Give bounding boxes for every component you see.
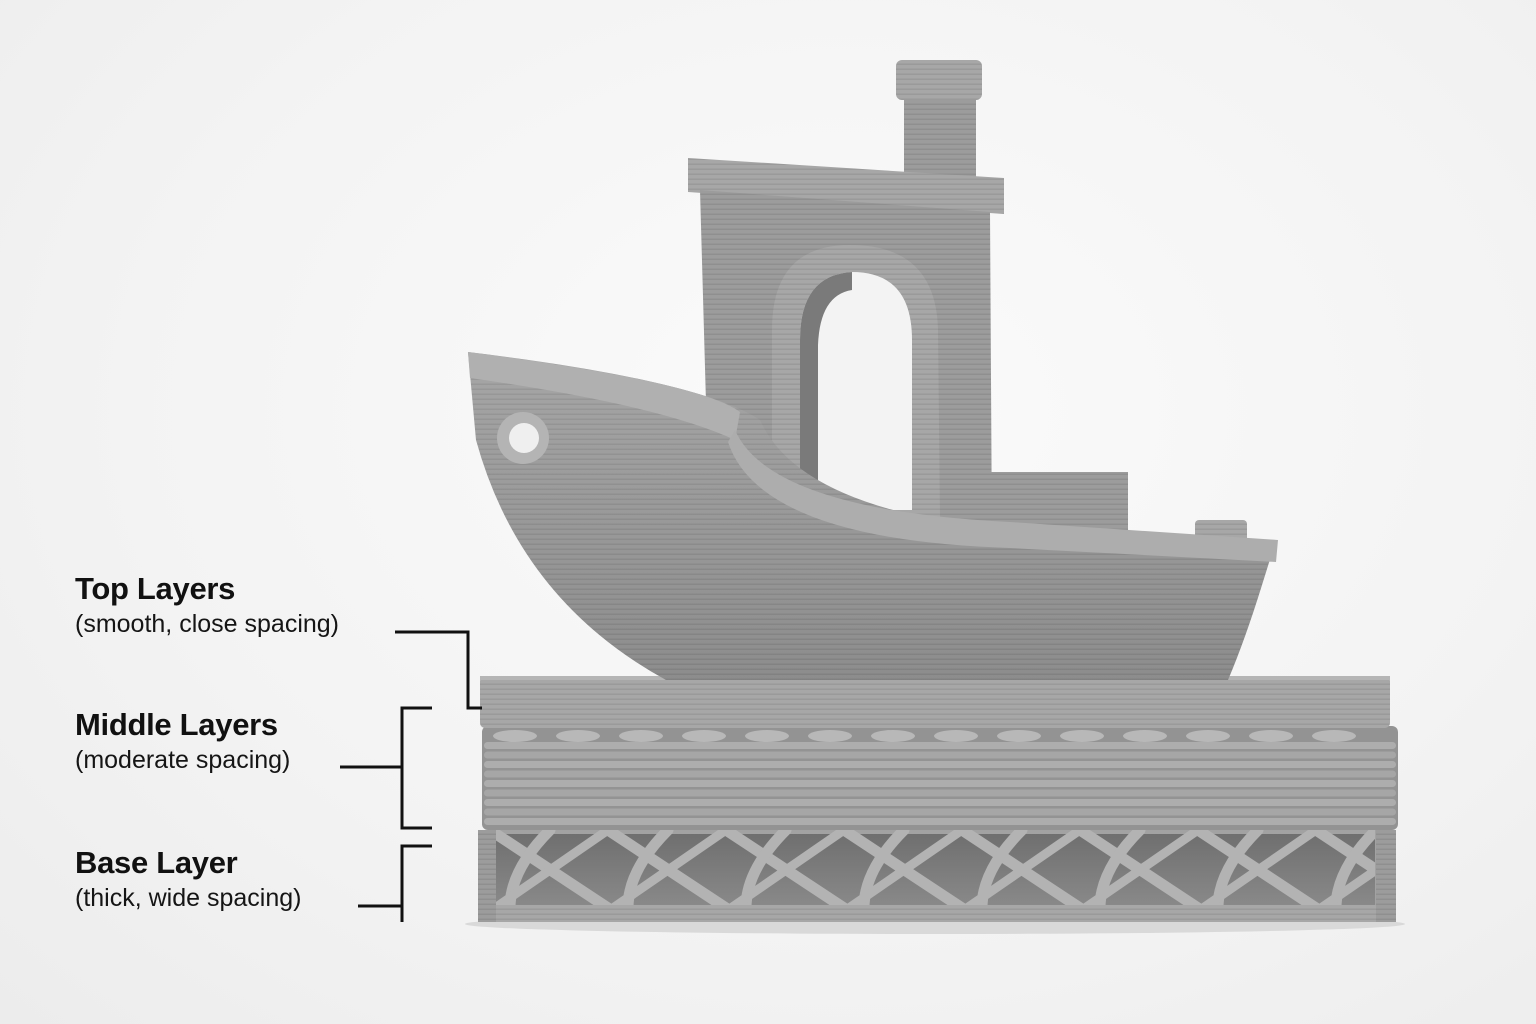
base-layer-label: Base Layer (thick, wide spacing) (75, 844, 301, 914)
lattice-strut (962, 826, 1085, 908)
base-layer-bracket (400, 844, 432, 922)
annotation-leader-lines (340, 630, 482, 922)
filament-strand (484, 761, 1396, 768)
lattice-strut (726, 826, 849, 908)
filament-bead (808, 730, 852, 742)
lattice-strut (844, 826, 967, 908)
top-layers-subtitle: (smooth, close spacing) (75, 610, 340, 638)
filament-bead (1249, 730, 1293, 742)
filament-bead (1186, 730, 1230, 742)
filament-bead (997, 730, 1041, 742)
filament-strand (484, 799, 1396, 806)
middle-layers-subtitle: (moderate spacing) (75, 746, 291, 774)
base-layer-subtitle: (thick, wide spacing) (75, 884, 302, 912)
middle-layers (482, 726, 1398, 830)
base-layer (478, 826, 1396, 922)
boat-hull (468, 352, 1278, 680)
top-layers-title: Top Layers (75, 571, 236, 606)
top-layers-leader (395, 630, 482, 710)
lattice-strut (1310, 826, 1375, 876)
lattice-strut (495, 826, 613, 908)
filament-bead (1312, 730, 1356, 742)
lattice-strut (1316, 865, 1375, 908)
filament-strand (484, 751, 1396, 759)
middle-layers-title: Middle Layers (75, 707, 278, 742)
filament-bead (745, 730, 789, 742)
filament-bead (1060, 730, 1104, 742)
lattice-strut (1198, 826, 1321, 908)
top-layers-label: Top Layers (smooth, close spacing) (75, 570, 339, 640)
filament-strand (484, 742, 1396, 749)
filament-bead (493, 730, 537, 742)
filament-bead (871, 730, 915, 742)
filament-bead (556, 730, 600, 742)
middle-layers-bracket (400, 706, 432, 830)
lattice-strut (608, 826, 731, 908)
top-layers (480, 676, 1390, 728)
filament-strand (484, 780, 1396, 787)
filament-strand (484, 770, 1396, 778)
filament-strand (484, 818, 1396, 825)
filament-bead (619, 730, 663, 742)
lattice-strut (1080, 826, 1203, 908)
middle-layers-label: Middle Layers (moderate spacing) (75, 706, 290, 776)
filament-bead (934, 730, 978, 742)
filament-bead (682, 730, 726, 742)
filament-strand (484, 789, 1396, 797)
filament-bead (1123, 730, 1167, 742)
base-layer-title: Base Layer (75, 845, 238, 880)
filament-strand (484, 808, 1396, 816)
